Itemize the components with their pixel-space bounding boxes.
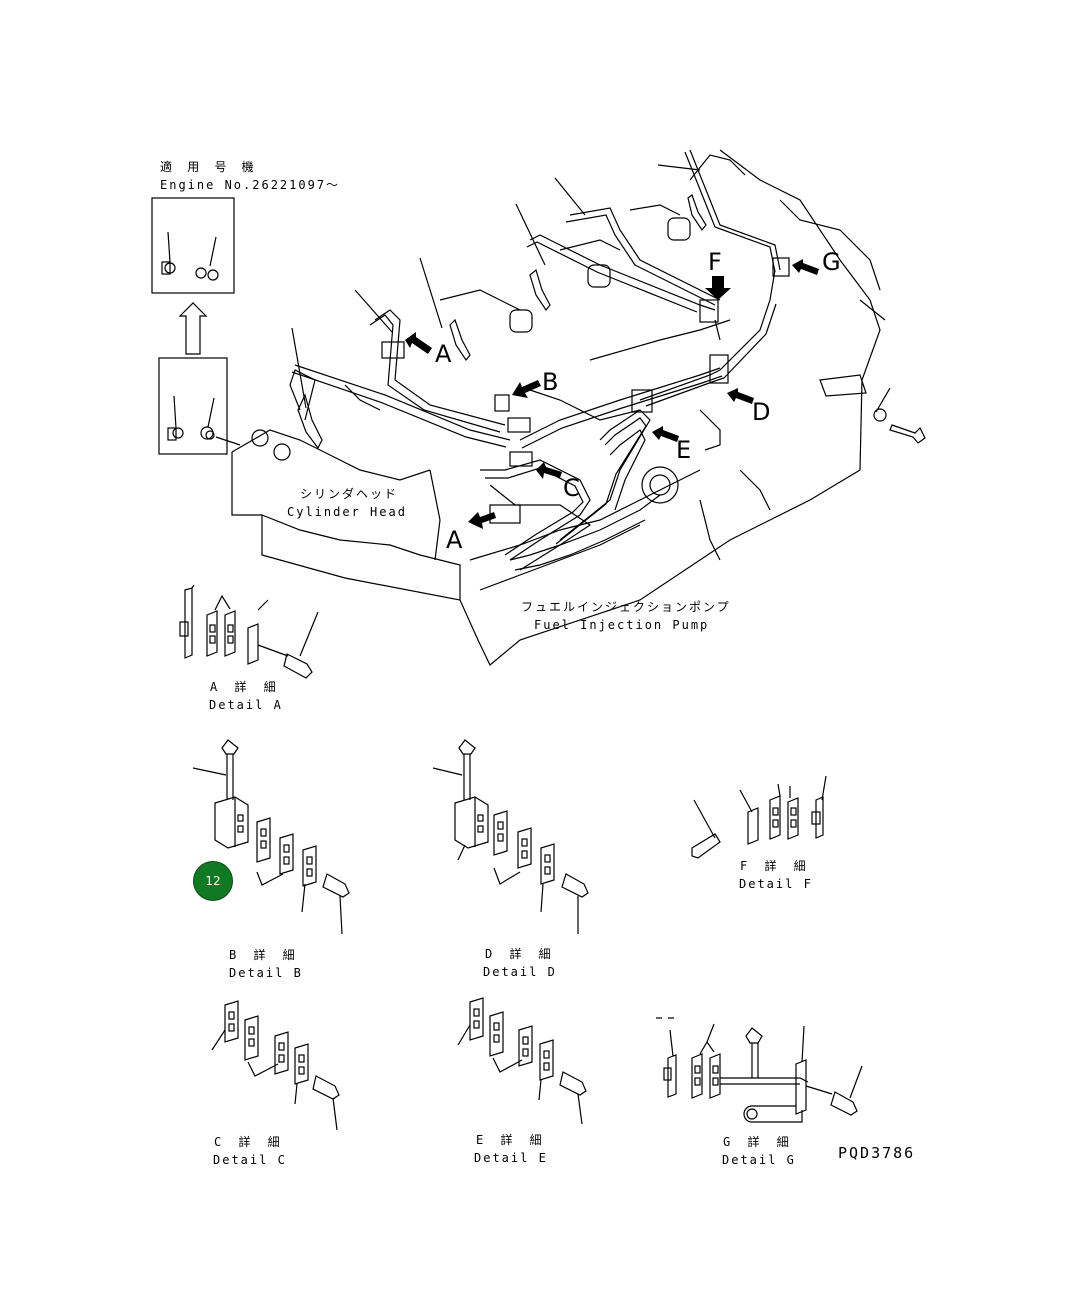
engine-serial-number: Engine No.26221097〜: [160, 178, 341, 192]
detail-g-art: [656, 1017, 863, 1123]
callout-a-lower: A: [446, 526, 463, 554]
callout-d: D: [752, 398, 771, 426]
detail-c-title: Detail C: [213, 1153, 287, 1167]
serial-inset: [151, 197, 241, 455]
cylinder-head-label: Cylinder Head: [287, 505, 407, 519]
engine-body: [231, 149, 886, 666]
detail-f-title-jp: F 詳 細: [740, 859, 811, 873]
applicable-serial-jp: 適 用 号 機: [160, 160, 258, 174]
callout-f: F: [708, 248, 722, 276]
callout-c: C: [563, 474, 580, 502]
cylinder-head-label-jp: シリンダヘッド: [300, 487, 399, 501]
leader-lines: [291, 164, 926, 444]
callout-a-upper: A: [435, 340, 452, 368]
detail-a-title-jp: A 詳 細: [210, 680, 281, 694]
callout-arrows: [405, 259, 819, 529]
fuel-lines: [289, 149, 781, 571]
detail-f-art: [691, 775, 827, 859]
detail-e-title: Detail E: [474, 1151, 548, 1165]
callout-e: E: [676, 436, 692, 464]
part-number-marker[interactable]: 12: [193, 861, 233, 901]
detail-b-title-jp: B 詳 細: [229, 948, 300, 962]
detail-g-title-jp: G 詳 細: [723, 1135, 794, 1149]
drawing-id: PQD3786: [838, 1144, 916, 1162]
detail-e-title-jp: E 詳 細: [476, 1133, 547, 1147]
detail-c-art: [211, 1000, 340, 1131]
detail-d-title-jp: D 詳 細: [485, 947, 556, 961]
detail-e-art: [457, 997, 587, 1125]
detail-d-title: Detail D: [483, 965, 557, 979]
detail-d-art: [432, 739, 589, 934]
detail-a-title: Detail A: [209, 698, 283, 712]
detail-f-title: Detail F: [739, 877, 813, 891]
detail-b-art: [192, 739, 350, 935]
engine-clamps: [381, 257, 790, 467]
detail-a-art: [179, 584, 319, 679]
callout-b: B: [542, 368, 559, 396]
fuel-pump-label-jp: フュエルインジェクションポンプ: [521, 600, 731, 614]
detail-g-title: Detail G: [722, 1153, 796, 1167]
fuel-pump-label: Fuel Injection Pump: [534, 618, 710, 632]
detail-c-title-jp: C 詳 細: [214, 1135, 285, 1149]
detail-b-title: Detail B: [229, 966, 303, 980]
callout-g: G: [822, 248, 841, 276]
